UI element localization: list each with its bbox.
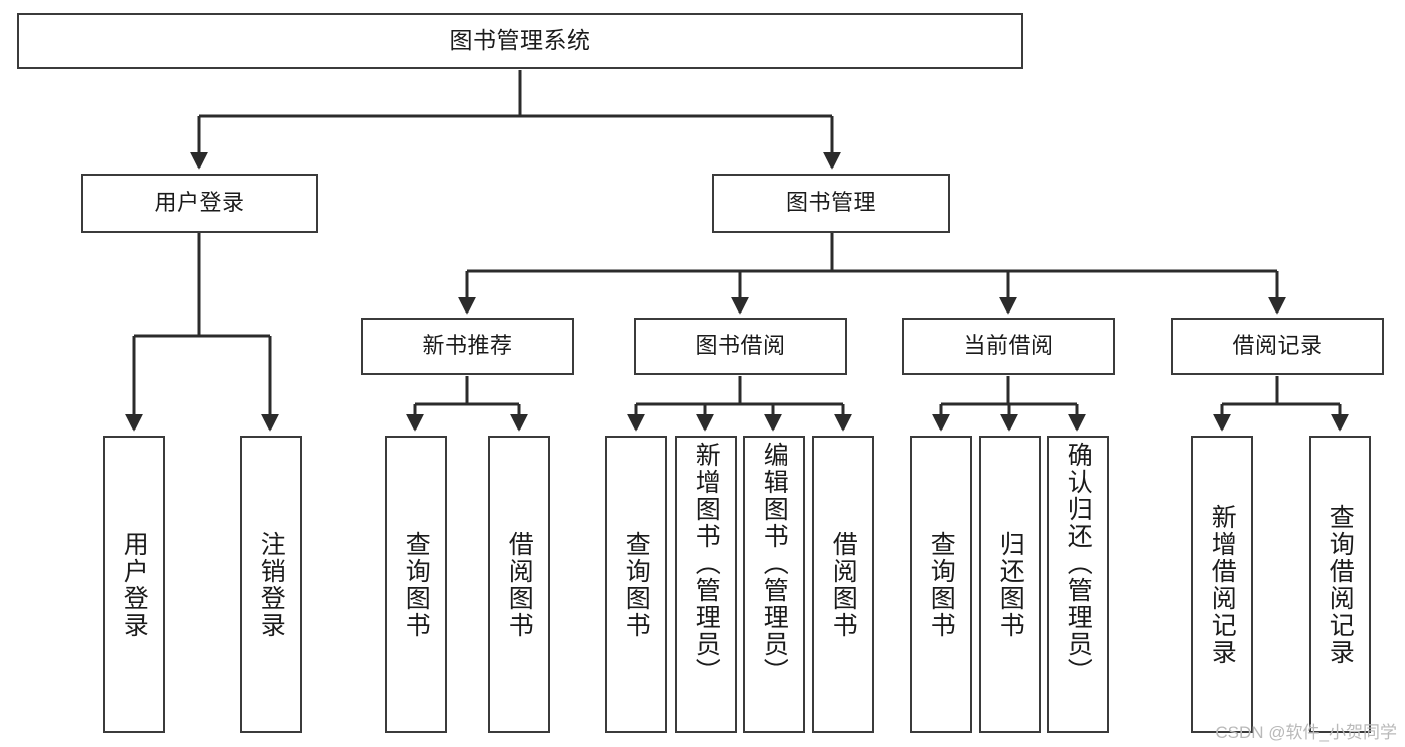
node-borrow-record[interactable]: 借阅记录: [1171, 318, 1384, 375]
leaf-user-login[interactable]: 用户登录: [103, 436, 165, 733]
node-user-login-label: 用户登录: [154, 190, 245, 216]
leaf-return-book-label: 归还图书: [996, 530, 1025, 639]
leaf-add-record-label: 新增借阅记录: [1208, 503, 1237, 666]
leaf-query-book-2-label: 查询图书: [622, 530, 651, 639]
node-book-management[interactable]: 图书管理: [712, 174, 950, 233]
leaf-query-book-3-label: 查询图书: [927, 530, 956, 639]
leaf-borrow-book-2[interactable]: 借阅图书: [812, 436, 874, 733]
node-current-borrow-label: 当前借阅: [963, 333, 1054, 359]
node-root-label: 图书管理系统: [449, 27, 591, 54]
leaf-borrow-book-2-label: 借阅图书: [829, 530, 858, 639]
node-book-borrow[interactable]: 图书借阅: [634, 318, 847, 375]
node-book-management-label: 图书管理: [785, 190, 876, 216]
leaf-return-book[interactable]: 归还图书: [979, 436, 1041, 733]
leaf-query-record-label: 查询借阅记录: [1326, 503, 1355, 666]
leaf-add-book-label: 新增图书（管理员）: [692, 442, 721, 685]
leaf-query-book-3[interactable]: 查询图书: [910, 436, 972, 733]
leaf-query-book-1[interactable]: 查询图书: [385, 436, 447, 733]
node-new-book-recommend-label: 新书推荐: [422, 333, 513, 359]
csdn-watermark: CSDN @软件_小贺同学: [1215, 723, 1397, 742]
leaf-add-book[interactable]: 新增图书（管理员）: [675, 436, 737, 733]
leaf-edit-book-label: 编辑图书（管理员）: [760, 442, 789, 685]
leaf-borrow-book-1[interactable]: 借阅图书: [488, 436, 550, 733]
leaf-confirm-return[interactable]: 确认归还（管理员）: [1047, 436, 1109, 733]
leaf-query-book-2[interactable]: 查询图书: [605, 436, 667, 733]
leaf-query-record[interactable]: 查询借阅记录: [1309, 436, 1371, 733]
node-new-book-recommend[interactable]: 新书推荐: [361, 318, 574, 375]
node-borrow-record-label: 借阅记录: [1232, 333, 1323, 359]
leaf-add-record[interactable]: 新增借阅记录: [1191, 436, 1253, 733]
leaf-user-logout[interactable]: 注销登录: [240, 436, 302, 733]
leaf-edit-book[interactable]: 编辑图书（管理员）: [743, 436, 805, 733]
leaf-query-book-1-label: 查询图书: [402, 530, 431, 639]
node-current-borrow[interactable]: 当前借阅: [902, 318, 1115, 375]
leaf-user-logout-label: 注销登录: [257, 530, 286, 639]
node-root[interactable]: 图书管理系统: [17, 13, 1023, 69]
node-book-borrow-label: 图书借阅: [695, 333, 786, 359]
leaf-user-login-label: 用户登录: [120, 530, 149, 639]
leaf-borrow-book-1-label: 借阅图书: [505, 530, 534, 639]
node-user-login[interactable]: 用户登录: [81, 174, 318, 233]
leaf-confirm-return-label: 确认归还（管理员）: [1064, 442, 1093, 685]
